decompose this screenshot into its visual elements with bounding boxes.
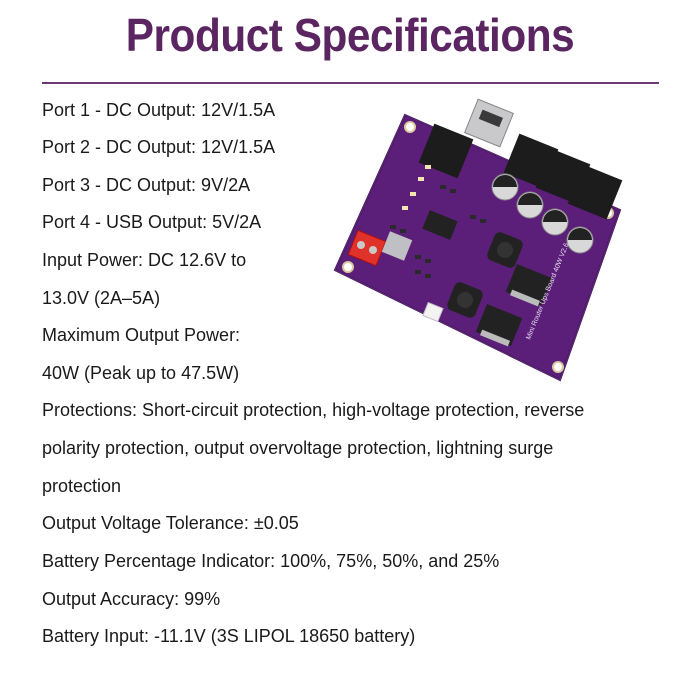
spec-line: Maximum Output Power: — [42, 325, 241, 345]
spec-line: 13.0V (2A–5A) — [42, 288, 161, 308]
spec-line: protection — [42, 476, 122, 496]
spec-line: Input Power: DC 12.6V to — [42, 250, 247, 270]
spec-line: Output Accuracy: 99% — [42, 589, 221, 609]
page-title: Product Specifications — [125, 9, 575, 61]
spec-line: Port 3 - DC Output: 9V/2A — [42, 175, 251, 195]
title-divider — [42, 82, 659, 84]
spec-line: polarity protection, output overvoltage … — [42, 438, 554, 458]
spec-line: Port 1 - DC Output: 12V/1.5A — [42, 100, 276, 120]
spec-line: Battery Percentage Indicator: 100%, 75%,… — [42, 551, 500, 571]
pcb-board-image: Mini Router Ups Board 40W V2.6 — [333, 98, 623, 382]
spec-line: Output Voltage Tolerance: ±0.05 — [42, 513, 299, 533]
spec-line: Port 4 - USB Output: 5V/2A — [42, 212, 262, 232]
spec-line: Battery Input: -11.1V (3S LIPOL 18650 ba… — [42, 626, 416, 646]
spec-line: Protections: Short-circuit protection, h… — [42, 400, 585, 420]
spec-line: Port 2 - DC Output: 12V/1.5A — [42, 137, 276, 157]
spec-line: 40W (Peak up to 47.5W) — [42, 363, 240, 383]
